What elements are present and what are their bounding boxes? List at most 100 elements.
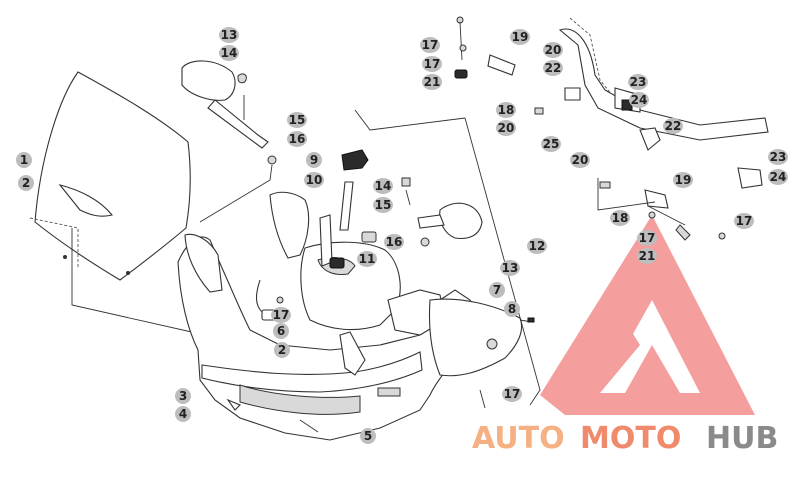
callout-number: 18 <box>498 103 515 117</box>
callout-bubble <box>219 45 239 61</box>
callout-18: 18 <box>496 102 516 118</box>
callout-bubble <box>271 307 291 323</box>
callout-bubble <box>422 74 442 90</box>
callout-17: 17 <box>422 56 442 72</box>
callout-23: 23 <box>768 149 788 165</box>
callout-bubble <box>543 60 563 76</box>
callout-24: 24 <box>629 92 649 108</box>
callout-bubble <box>219 27 239 43</box>
callout-bubble <box>629 92 649 108</box>
callout-number: 20 <box>545 43 562 57</box>
front-fairing-part <box>177 191 481 441</box>
callout-bubble <box>502 386 522 402</box>
callout-2: 2 <box>274 342 290 358</box>
callout-number: 16 <box>289 132 306 146</box>
callout-bubble <box>287 112 307 128</box>
callout-19: 19 <box>510 29 530 45</box>
callout-bubble <box>18 175 34 191</box>
callout-14: 14 <box>219 45 239 61</box>
callout-bubble <box>768 169 788 185</box>
callout-bubble <box>489 282 505 298</box>
left-mirror-part <box>181 60 277 223</box>
callout-4: 4 <box>175 406 191 422</box>
watermark-auto: AUTO <box>472 421 565 456</box>
callout-number: 7 <box>493 283 501 297</box>
callout-bubble <box>420 37 440 53</box>
watermark-text: AUTO MOTO HUB <box>472 421 778 456</box>
callout-number: 16 <box>386 235 403 249</box>
side-panel-part <box>428 298 535 377</box>
callout-6: 6 <box>273 323 289 339</box>
callout-bubble <box>373 197 393 213</box>
callout-bubble <box>527 238 547 254</box>
callout-number: 11 <box>359 252 376 266</box>
dashboard-part <box>300 214 446 336</box>
callout-17: 17 <box>502 386 522 402</box>
callout-bubble <box>287 131 307 147</box>
callout-number: 15 <box>375 198 392 212</box>
watermark-hub: HUB <box>706 421 778 456</box>
callout-number: 19 <box>512 30 529 44</box>
callout-18: 18 <box>610 210 630 226</box>
callout-1: 1 <box>16 152 32 168</box>
part-callouts: 1234567891011121314151617213141516171718… <box>16 27 788 444</box>
callout-number: 2 <box>22 176 30 190</box>
callout-number: 17 <box>504 387 521 401</box>
callout-number: 17 <box>639 231 656 245</box>
callout-17: 17 <box>637 230 657 246</box>
logo-center-stroke <box>625 345 680 393</box>
callout-bubble <box>360 428 376 444</box>
callout-bubble <box>637 248 657 264</box>
callout-13: 13 <box>219 27 239 43</box>
callout-number: 13 <box>502 261 519 275</box>
callout-bubble <box>663 118 683 134</box>
callout-bubble <box>274 342 290 358</box>
callout-bubble <box>541 136 561 152</box>
callout-11: 11 <box>357 251 377 267</box>
callout-17: 17 <box>734 213 754 229</box>
callout-bubble <box>504 301 520 317</box>
callout-number: 5 <box>364 429 372 443</box>
callout-number: 14 <box>221 46 238 60</box>
callout-2: 2 <box>18 175 34 191</box>
callout-number: 21 <box>424 75 441 89</box>
callout-bubble <box>306 152 322 168</box>
callout-bubble <box>570 152 590 168</box>
callout-25: 25 <box>541 136 561 152</box>
callout-number: 12 <box>529 239 546 253</box>
callout-bubble <box>673 172 693 188</box>
watermark-logo <box>540 215 755 415</box>
callout-number: 17 <box>736 214 753 228</box>
callout-number: 24 <box>770 170 787 184</box>
callout-number: 25 <box>543 137 560 151</box>
callout-number: 6 <box>277 324 285 338</box>
callout-21: 21 <box>422 74 442 90</box>
callout-16: 16 <box>287 131 307 147</box>
callout-bubble <box>734 213 754 229</box>
callout-22: 22 <box>543 60 563 76</box>
callout-number: 23 <box>770 150 787 164</box>
callout-14: 14 <box>373 178 393 194</box>
callout-number: 2 <box>278 343 286 357</box>
watermark-moto: MOTO <box>580 421 681 456</box>
callout-9: 9 <box>306 152 322 168</box>
callout-number: 21 <box>639 249 656 263</box>
callout-8: 8 <box>504 301 520 317</box>
callout-number: 14 <box>375 179 392 193</box>
logo-inner-cut <box>600 300 700 393</box>
callout-number: 23 <box>630 75 647 89</box>
callout-21: 21 <box>637 248 657 264</box>
callout-bubble <box>357 251 377 267</box>
callout-number: 8 <box>508 302 516 316</box>
callout-bubble <box>543 42 563 58</box>
callout-bubble <box>610 210 630 226</box>
callout-number: 15 <box>289 113 306 127</box>
callout-bubble <box>500 260 520 276</box>
callout-20: 20 <box>570 152 590 168</box>
callout-20: 20 <box>543 42 563 58</box>
callout-bubble <box>496 120 516 136</box>
callout-number: 9 <box>310 153 318 167</box>
leader-lines <box>299 109 541 433</box>
